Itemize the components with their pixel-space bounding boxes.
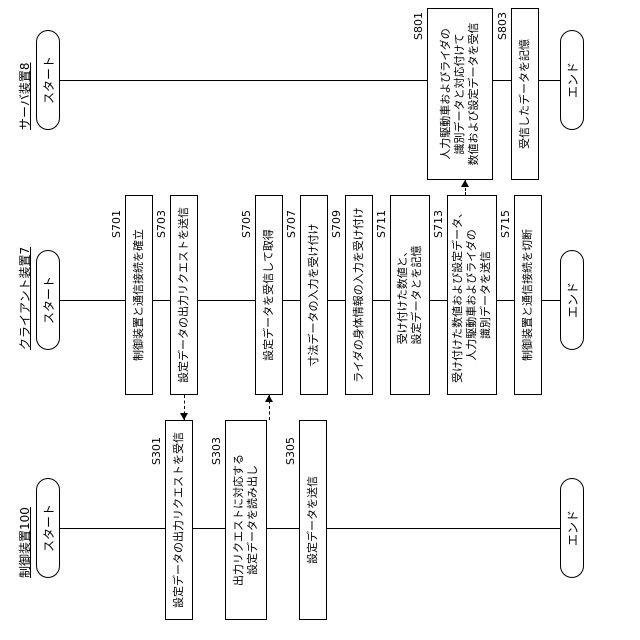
step-label-s707: S707 — [285, 210, 298, 238]
lane-server-end: エンド — [560, 30, 584, 130]
step-label-s709: S709 — [330, 210, 343, 238]
lane-client-end: エンド — [560, 250, 584, 350]
lane-title-client: クライアント装置7 — [16, 247, 33, 350]
lane-title-server: サーバ装置8 — [16, 62, 33, 130]
arrowhead-s713-to-s801 — [461, 180, 469, 187]
step-box-s703: 設定データの出力リクエストを送信 — [170, 195, 198, 395]
step-label-s703: S703 — [155, 210, 168, 238]
step-label-s711: S711 — [375, 210, 388, 238]
lane-server-start: スタート — [36, 30, 60, 130]
step-label-s801: S801 — [412, 12, 425, 40]
step-box-s305: 設定データを送信 — [299, 420, 327, 620]
step-box-s715: 制御装置と通信接続を切断 — [514, 195, 542, 395]
step-label-s715: S715 — [499, 210, 512, 238]
step-label-s705: S705 — [240, 210, 253, 238]
step-box-s801: 人力駆動車およびライダの 識別データと対応付けて 数値および設定データを受信 — [427, 8, 493, 180]
step-box-s709: ライダの身体情報の入力を受け付け — [345, 195, 373, 395]
step-label-s803: S803 — [496, 12, 509, 40]
step-box-s303: 出力リクエストに対応する 設定データを読み出し — [225, 420, 267, 620]
arrowhead-s703-to-s301 — [180, 413, 188, 420]
step-label-s701: S701 — [110, 210, 123, 238]
step-box-s701: 制御装置と通信接続を確立 — [125, 195, 153, 395]
lane-controller-end: エンド — [560, 478, 584, 578]
step-label-s303: S303 — [210, 437, 223, 465]
lane-controller-start: スタート — [36, 478, 60, 578]
step-label-s301: S301 — [150, 437, 163, 465]
step-box-s713: 受け付けた数値および設定データ、 人力駆動車およびライダの 識別データを送信 — [447, 195, 497, 395]
step-box-s711: 受け付けた数値と、 設定データとを記憶 — [390, 195, 430, 395]
step-box-s705: 設定データを受信して取得 — [255, 195, 283, 395]
arrowhead-s305-to-s705 — [265, 395, 273, 402]
step-box-s301: 設定データの出力リクエストを受信 — [165, 420, 193, 620]
step-label-s305: S305 — [284, 437, 297, 465]
step-box-s803: 受信したデータを記憶 — [511, 8, 539, 180]
step-label-s713: S713 — [432, 210, 445, 238]
lane-client-start: スタート — [36, 250, 60, 350]
step-box-s707: 寸法データの入力を受け付け — [300, 195, 328, 395]
lane-title-controller: 制御装置100 — [16, 507, 33, 578]
